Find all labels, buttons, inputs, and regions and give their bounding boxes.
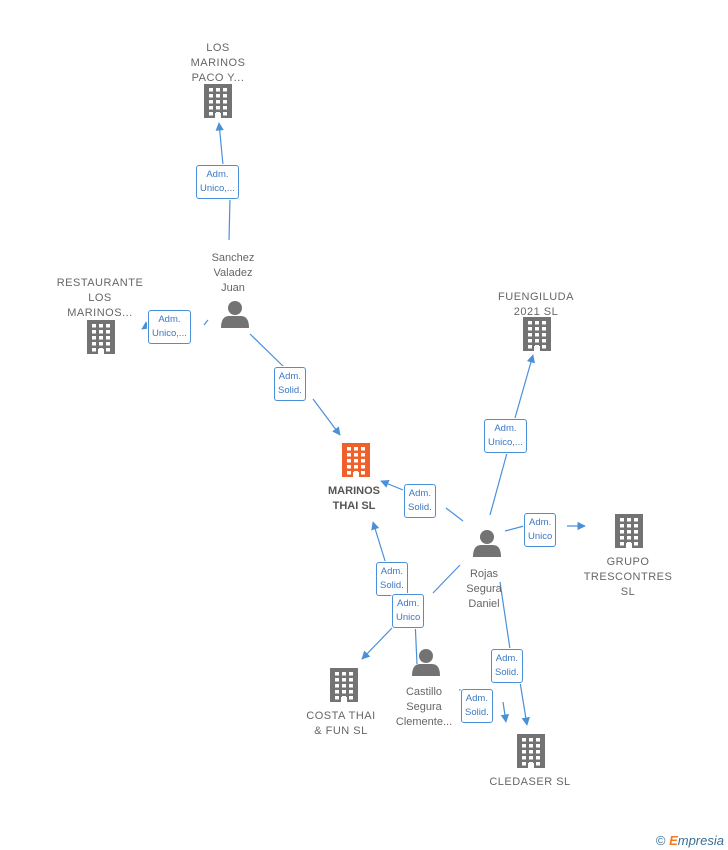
edge-label-e6[interactable]: Adm. Unico	[524, 513, 557, 547]
edge-line-e1	[219, 123, 231, 241]
edge-label-e3[interactable]: Adm. Solid.	[274, 367, 306, 401]
edge-label-e9[interactable]: Adm. Solid.	[491, 649, 523, 683]
node-label-grupo-trescontres[interactable]: GRUPO TRESCONTRES SL	[583, 556, 673, 598]
edge-label-e4[interactable]: Adm. Unico,...	[484, 419, 527, 453]
node-label-fuengiluda[interactable]: FUENGILUDA 2021 SL	[498, 291, 574, 318]
person-icon-castillo-segura[interactable]	[412, 649, 440, 676]
edge-line-e2	[142, 319, 209, 329]
edge-label-e8[interactable]: Adm. Unico	[392, 594, 425, 628]
building-icon-marinos-thai[interactable]	[342, 443, 370, 477]
edge-label-e5[interactable]: Adm. Solid.	[404, 484, 436, 518]
node-label-rojas-segura[interactable]: Rojas Segura Daniel	[466, 568, 502, 610]
node-label-los-marinos-paco[interactable]: LOS MARINOS PACO Y...	[190, 42, 246, 84]
brand-name: mpresia	[677, 833, 724, 848]
edge-line-e5	[381, 481, 464, 522]
copyright-symbol: ©	[655, 833, 666, 848]
person-icon-rojas-segura[interactable]	[473, 530, 501, 557]
node-label-cledaser[interactable]: CLEDASER SL	[489, 776, 571, 788]
node-label-sanchez-valadez[interactable]: Sanchez Valadez Juan	[211, 252, 255, 294]
brand-logo-e: E	[669, 833, 678, 848]
building-icon-los-marinos-paco[interactable]	[204, 84, 232, 118]
building-icon-fuengiluda[interactable]	[523, 317, 551, 351]
edge-line-e6	[504, 526, 585, 531]
footer-brand[interactable]: © Empresia	[656, 833, 724, 848]
building-icon-cledaser[interactable]	[517, 734, 545, 768]
edge-label-e1[interactable]: Adm. Unico,...	[196, 165, 239, 199]
edge-label-e2[interactable]: Adm. Unico,...	[148, 310, 191, 344]
edge-label-e7[interactable]: Adm. Solid.	[376, 562, 408, 596]
edge-label-e10[interactable]: Adm. Solid.	[461, 689, 493, 723]
edge-line-e9	[499, 581, 527, 725]
edge-line-e4	[489, 355, 533, 516]
node-label-marinos-thai[interactable]: MARINOS THAI SL	[328, 485, 380, 512]
node-label-castillo-segura[interactable]: Castillo Segura Clemente...	[395, 686, 453, 728]
node-label-restaurante-los-marinos[interactable]: RESTAURANTE LOS MARINOS...	[56, 277, 144, 319]
edge-line-e8	[362, 564, 461, 659]
person-icon-sanchez-valadez[interactable]	[221, 301, 249, 328]
building-icon-restaurante-los-marinos[interactable]	[87, 320, 115, 354]
building-icon-grupo-trescontres[interactable]	[615, 514, 643, 548]
edge-line-e3	[249, 333, 340, 435]
node-label-costa-thai[interactable]: COSTA THAI & FUN SL	[306, 710, 376, 737]
building-icon-costa-thai[interactable]	[330, 668, 358, 702]
